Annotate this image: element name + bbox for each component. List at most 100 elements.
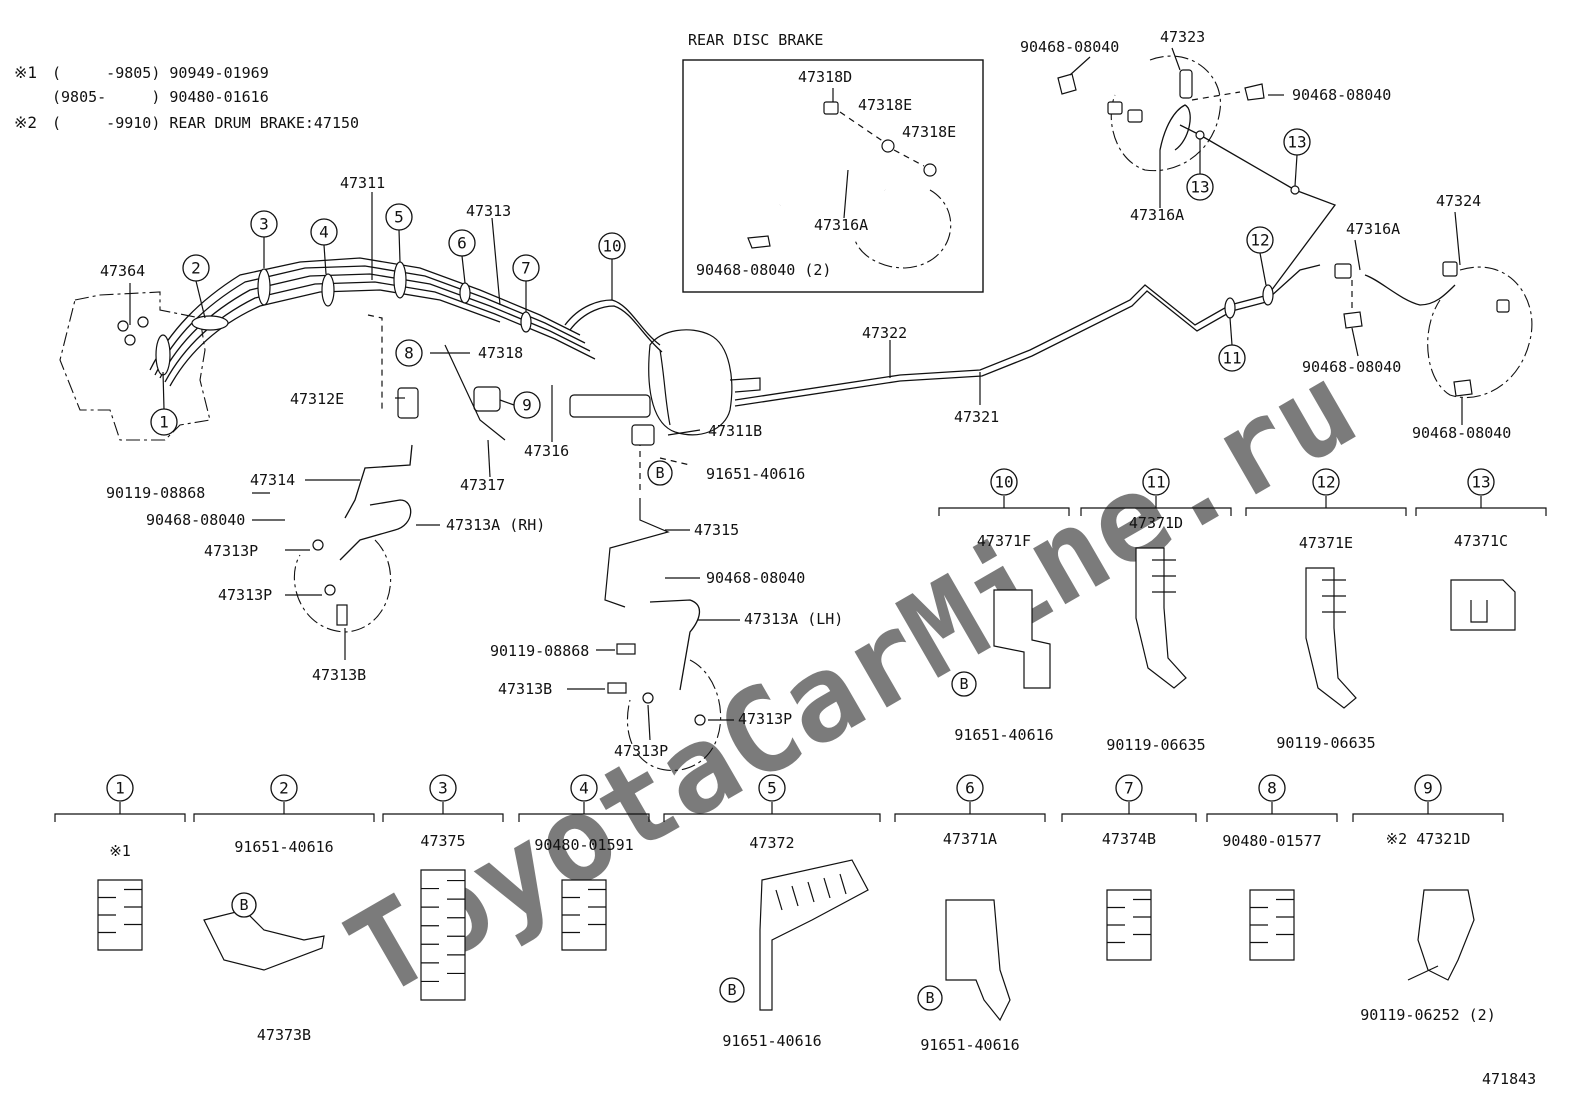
detail-part-label-1: ※1	[109, 842, 131, 860]
callout-3: 3	[250, 210, 278, 238]
label-47316A-r1: 47316A	[1130, 206, 1184, 224]
callouts: 1 2 3 4 5 6 7 8 9 10 11 12 13 13 B	[150, 128, 1311, 486]
detail-b-mark-6: B	[917, 985, 943, 1011]
detail-group-1: 1 ※1	[54, 774, 186, 951]
detail-part-label-2: 47373B	[257, 1026, 311, 1044]
detail-callout-12: 12	[1312, 468, 1340, 496]
detail-callout-10: 10	[990, 468, 1018, 496]
detail-part-drawing-11	[1135, 547, 1187, 689]
front-brake-lines	[59, 257, 761, 771]
svg-text:10: 10	[602, 237, 621, 256]
detail-part-drawing-3	[420, 869, 466, 1001]
detail-part-drawing-13	[1450, 579, 1516, 631]
detail-part-label-5: 47372	[749, 834, 794, 852]
detail-callout-6: 6	[956, 774, 984, 802]
label-47313A-rh: 47313A (RH)	[446, 516, 545, 534]
clamp-4	[321, 273, 335, 307]
callout-11: 11	[1218, 344, 1246, 372]
label-90468-tr: 90468-08040	[1292, 86, 1391, 104]
leader-lines	[129, 47, 1463, 741]
callout-9: 9	[513, 391, 541, 419]
label-47313B-lh: 47313B	[498, 680, 552, 698]
part-labels: 47364 47311 47313 47318 47312E 47317 473…	[100, 28, 1511, 760]
label-47318D: 47318D	[798, 68, 852, 86]
svg-text:11: 11	[1222, 349, 1241, 368]
valve-9	[473, 386, 501, 412]
clip-icon-tl	[1057, 73, 1077, 95]
clamp-2	[191, 315, 229, 331]
detail-group-7: 7 47374B	[1061, 774, 1197, 961]
detail-b-mark-10: B	[951, 671, 977, 697]
label-47322: 47322	[862, 324, 907, 342]
svg-text:3: 3	[438, 779, 448, 798]
svg-text:13: 13	[1190, 178, 1209, 197]
detail-callout-7: 7	[1115, 774, 1143, 802]
label-47316A-inset: 47316A	[814, 216, 868, 234]
label-47311: 47311	[340, 174, 385, 192]
label-90119-lh: 90119-08868	[490, 642, 589, 660]
detail-part-label-12: 47371E	[1299, 534, 1353, 552]
gasket-icon-2	[923, 163, 937, 177]
svg-text:11: 11	[1146, 473, 1165, 492]
notes: ※1 ( -9805) 90949-01969 (9805- ) 90480-0…	[14, 63, 359, 132]
detail-callout-11: 11	[1142, 468, 1170, 496]
detail-part-drawing-12	[1305, 567, 1357, 709]
clip-icon-tr	[1244, 83, 1265, 101]
callout-1: 1	[150, 408, 178, 436]
svg-text:B: B	[727, 981, 736, 999]
note1-marker: ※1	[14, 63, 37, 82]
b-mark-main: B	[647, 460, 673, 486]
detail-part-label-7: 47374B	[1102, 830, 1156, 848]
rear-brake-lines	[734, 55, 1533, 407]
label-91651-main: 91651-40616	[706, 465, 805, 483]
note1-line1: ( -9805) 90949-01969	[52, 64, 269, 82]
rear-disc-brake-inset: REAR DISC BRAKE 47318D 47318E 47318E 473…	[682, 31, 984, 293]
detail-part-label-11: 47371D	[1129, 514, 1183, 532]
callout-5: 5	[385, 203, 413, 231]
svg-text:5: 5	[394, 208, 404, 227]
label-90468-tl: 90468-08040	[1020, 38, 1119, 56]
detail-callout-4: 4	[570, 774, 598, 802]
svg-text:12: 12	[1250, 231, 1269, 250]
clamp-7	[520, 311, 532, 333]
svg-text:B: B	[959, 675, 968, 693]
detail-bolt-label-2: 91651-40616	[234, 838, 333, 856]
label-47313B-rh: 47313B	[312, 666, 366, 684]
label-47314: 47314	[250, 471, 295, 489]
svg-text:12: 12	[1316, 473, 1335, 492]
detail-part-drawing-2	[203, 909, 325, 971]
master-cylinder	[569, 394, 651, 418]
callout-10: 10	[598, 232, 626, 260]
label-47323: 47323	[1160, 28, 1205, 46]
clip-13a	[1290, 185, 1300, 195]
detail-group-3: 3 47375	[382, 774, 504, 1001]
detail-callout-13: 13	[1467, 468, 1495, 496]
junction-47311B	[631, 424, 655, 446]
svg-text:7: 7	[521, 259, 531, 278]
label-47321: 47321	[954, 408, 999, 426]
svg-text:1: 1	[159, 413, 169, 432]
svg-text:2: 2	[279, 779, 289, 798]
label-47324: 47324	[1436, 192, 1481, 210]
watermark: ToyotaCarMine.ru	[325, 336, 1378, 1024]
detail-callout-5: 5	[758, 774, 786, 802]
callout-12: 12	[1246, 226, 1274, 254]
detail-callout-1: 1	[106, 774, 134, 802]
detail-callout-9: 9	[1414, 774, 1442, 802]
callout-2: 2	[182, 254, 210, 282]
clamp-5	[393, 261, 407, 299]
svg-text:10: 10	[994, 473, 1013, 492]
svg-text:4: 4	[579, 779, 589, 798]
svg-text:6: 6	[965, 779, 975, 798]
detail-bolt-label-6: 91651-40616	[920, 1036, 1019, 1054]
inset-frame	[682, 59, 984, 293]
label-47318E-2: 47318E	[902, 123, 956, 141]
svg-text:13: 13	[1471, 473, 1490, 492]
detail-part-label-3: 47375	[420, 832, 465, 850]
